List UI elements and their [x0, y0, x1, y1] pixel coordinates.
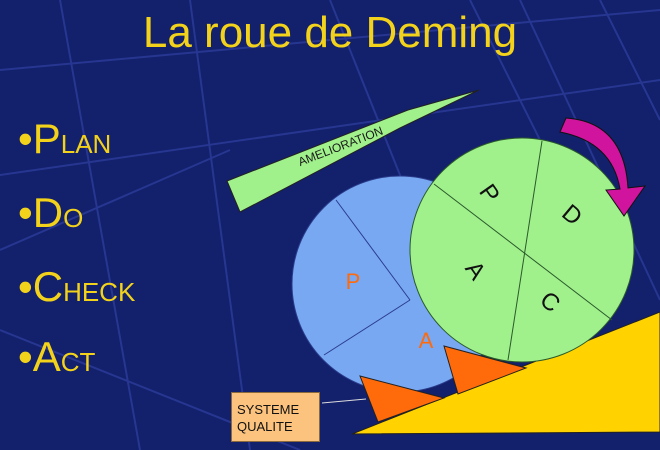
- bullet-initial: C: [32, 263, 64, 310]
- bullet-rest: HECK: [63, 277, 136, 307]
- bullet-initial: P: [32, 115, 61, 162]
- rotation-arrow-icon: [559, 117, 647, 217]
- back-wheel-label-a: A: [419, 328, 434, 353]
- bullet-initial: D: [32, 189, 64, 236]
- bullet-dot: •: [18, 263, 33, 310]
- wedge-back: [359, 375, 446, 423]
- bullet-dot: •: [18, 189, 33, 236]
- wedge-front: [443, 345, 528, 395]
- back-wheel-divider: [335, 199, 411, 301]
- front-wheel: [409, 137, 635, 363]
- bullet-initial: A: [32, 333, 61, 380]
- bullet-rest: O: [63, 203, 84, 233]
- quality-system-box: SYSTEME QUALITE: [231, 392, 320, 442]
- front-wheel-divider: [507, 140, 543, 361]
- amelioration-label: AMELIORATION: [296, 124, 385, 169]
- bullet-plan: •PLAN: [18, 114, 111, 174]
- bullet-check: •CHECK: [18, 262, 135, 322]
- front-wheel-divider: [433, 183, 613, 321]
- slide-title: La roue de Deming: [142, 8, 518, 57]
- bullet-dot: •: [18, 333, 33, 380]
- back-wheel-divider: [323, 299, 411, 356]
- bullet-rest: CT: [60, 347, 96, 377]
- amelioration-arrow: [226, 89, 480, 213]
- bullet-act: •ACT: [18, 332, 95, 392]
- back-wheel-label-p: P: [346, 269, 361, 294]
- quality-box-line1: SYSTEME: [237, 402, 300, 417]
- quality-connector: [321, 398, 367, 404]
- quality-box-line2: QUALITE: [237, 419, 293, 434]
- bullet-rest: LAN: [60, 129, 112, 159]
- bullet-do: •DO: [18, 188, 83, 248]
- bullet-dot: •: [18, 115, 33, 162]
